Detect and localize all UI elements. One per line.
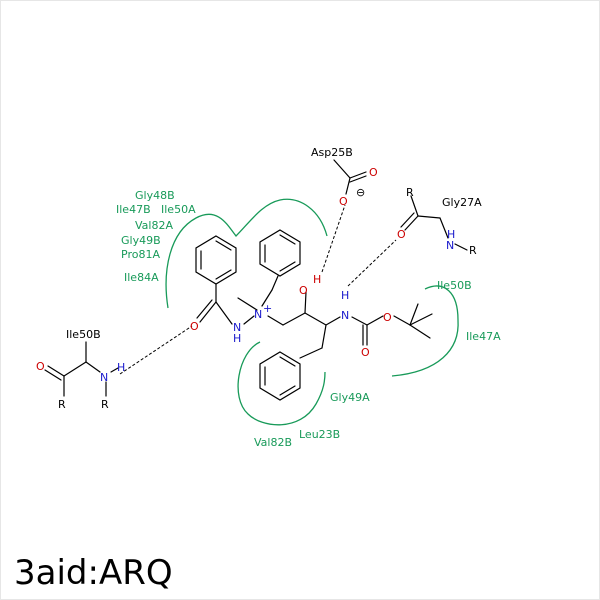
bond-c-choh <box>282 312 306 326</box>
atom-n-ile: N <box>100 371 108 384</box>
atom-h-hydroxyl: H <box>313 273 321 286</box>
bond-c-ca <box>417 215 441 219</box>
benzoyl-ring <box>195 235 237 303</box>
bond-c-o-gly2 <box>400 212 415 228</box>
bond-ca-co <box>63 361 87 377</box>
atom-r-gly: R <box>406 186 414 199</box>
bond-tbu-me1 <box>409 313 433 326</box>
bond-co-o1 <box>47 365 65 377</box>
bond-c-o-gly1 <box>404 215 419 231</box>
atom-r-ile-n: R <box>101 398 109 411</box>
bond-co-o2 <box>44 369 62 381</box>
hbond-asp25b <box>321 204 346 273</box>
atom-h-carbamate: H <box>341 289 349 302</box>
atom-o-carbonyl: O <box>361 346 370 359</box>
bond-ca-n <box>439 217 449 239</box>
residue-gly48b: Gly48B <box>135 189 175 202</box>
atom-o-ile: O <box>36 360 45 373</box>
atom-n-carbamate: N <box>341 309 349 322</box>
residue-val82b: Val82B <box>254 436 292 449</box>
residue-gly49a: Gly49A <box>330 391 370 404</box>
bond-c-o-ester <box>366 315 384 326</box>
bond-tbu-me2 <box>409 324 431 339</box>
residue-ile47b: Ile47B <box>116 203 151 216</box>
residue-val82a: Val82A <box>135 219 173 232</box>
residue-ile50a: Ile50A <box>161 203 196 216</box>
atom-o-asp1: O <box>369 166 378 179</box>
atom-o-ester: O <box>383 311 392 324</box>
atom-n-gly: N <box>446 239 454 252</box>
bond-c-o-minus <box>345 177 351 195</box>
residue-leu23b: Leu23B <box>299 428 340 441</box>
residue-gly27a: Gly27A <box>442 196 482 209</box>
bond-n-ch2 <box>261 289 273 307</box>
pocket-arc-right <box>391 285 459 377</box>
bond-n-n <box>243 315 255 325</box>
charge-minus: ⊖ <box>356 186 365 199</box>
charge-plus: + <box>263 302 272 315</box>
bond-c-n <box>215 301 233 325</box>
bond-c-o1 <box>199 301 217 323</box>
bond-o-tbu <box>393 315 411 326</box>
bond-n-c <box>267 315 284 326</box>
residue-ile50b-left: Ile50B <box>66 328 101 341</box>
atom-r-ile: R <box>58 398 66 411</box>
bond-ch2-ring2 <box>299 347 323 359</box>
residue-asp25b: Asp25B <box>311 146 353 159</box>
atom-o-gly: O <box>397 228 406 241</box>
atom-n-amide: N <box>233 321 241 334</box>
diagram-title: 3aid:ARQ <box>14 553 173 593</box>
residue-gly49b: Gly49B <box>121 234 161 247</box>
atom-o-asp2: O <box>339 195 348 208</box>
atom-r-gly-n: R <box>469 244 477 257</box>
residue-ile47a: Ile47A <box>466 330 501 343</box>
residue-ile84a: Ile84A <box>124 271 159 284</box>
benzyl-ring-bottom <box>259 351 301 401</box>
bond-c-oh <box>304 291 307 314</box>
atom-h-gly: H <box>447 228 455 241</box>
residue-pro81a: Pro81A <box>121 248 160 261</box>
bond-c-ch2-down <box>321 324 327 349</box>
hbond-gly27a <box>347 239 397 287</box>
bond-n-r <box>454 243 468 251</box>
atom-h-amide: H <box>233 332 241 345</box>
bond-methyl <box>237 297 258 311</box>
bond-asp-c <box>333 159 351 179</box>
bond-nh-co <box>351 316 368 326</box>
bond-n-h-left <box>110 367 119 373</box>
atom-o-amide: O <box>190 320 199 333</box>
pocket-arc-bottom <box>237 341 326 426</box>
atom-o-hydroxyl: O <box>299 284 308 297</box>
bond-ch2-ring <box>271 275 279 291</box>
pocket-arc-left-top <box>165 198 328 309</box>
bond-c-nh <box>325 316 341 326</box>
bond-ca-n-left <box>85 361 101 373</box>
bond-tbu-me3 <box>409 303 419 326</box>
bond-c-o-up1 <box>349 171 367 179</box>
atom-n-plus: N <box>254 308 262 321</box>
bond-c-o-up2 <box>349 175 367 183</box>
bond-c-o2 <box>196 299 213 319</box>
bond-choh-chn <box>304 312 327 326</box>
residue-ile50b-right: Ile50B <box>437 279 472 292</box>
atom-h-ile: H <box>117 361 125 374</box>
bond-r-c <box>410 195 419 217</box>
benzyl-ring-top <box>259 229 301 277</box>
hbond-ile50b <box>119 325 193 375</box>
